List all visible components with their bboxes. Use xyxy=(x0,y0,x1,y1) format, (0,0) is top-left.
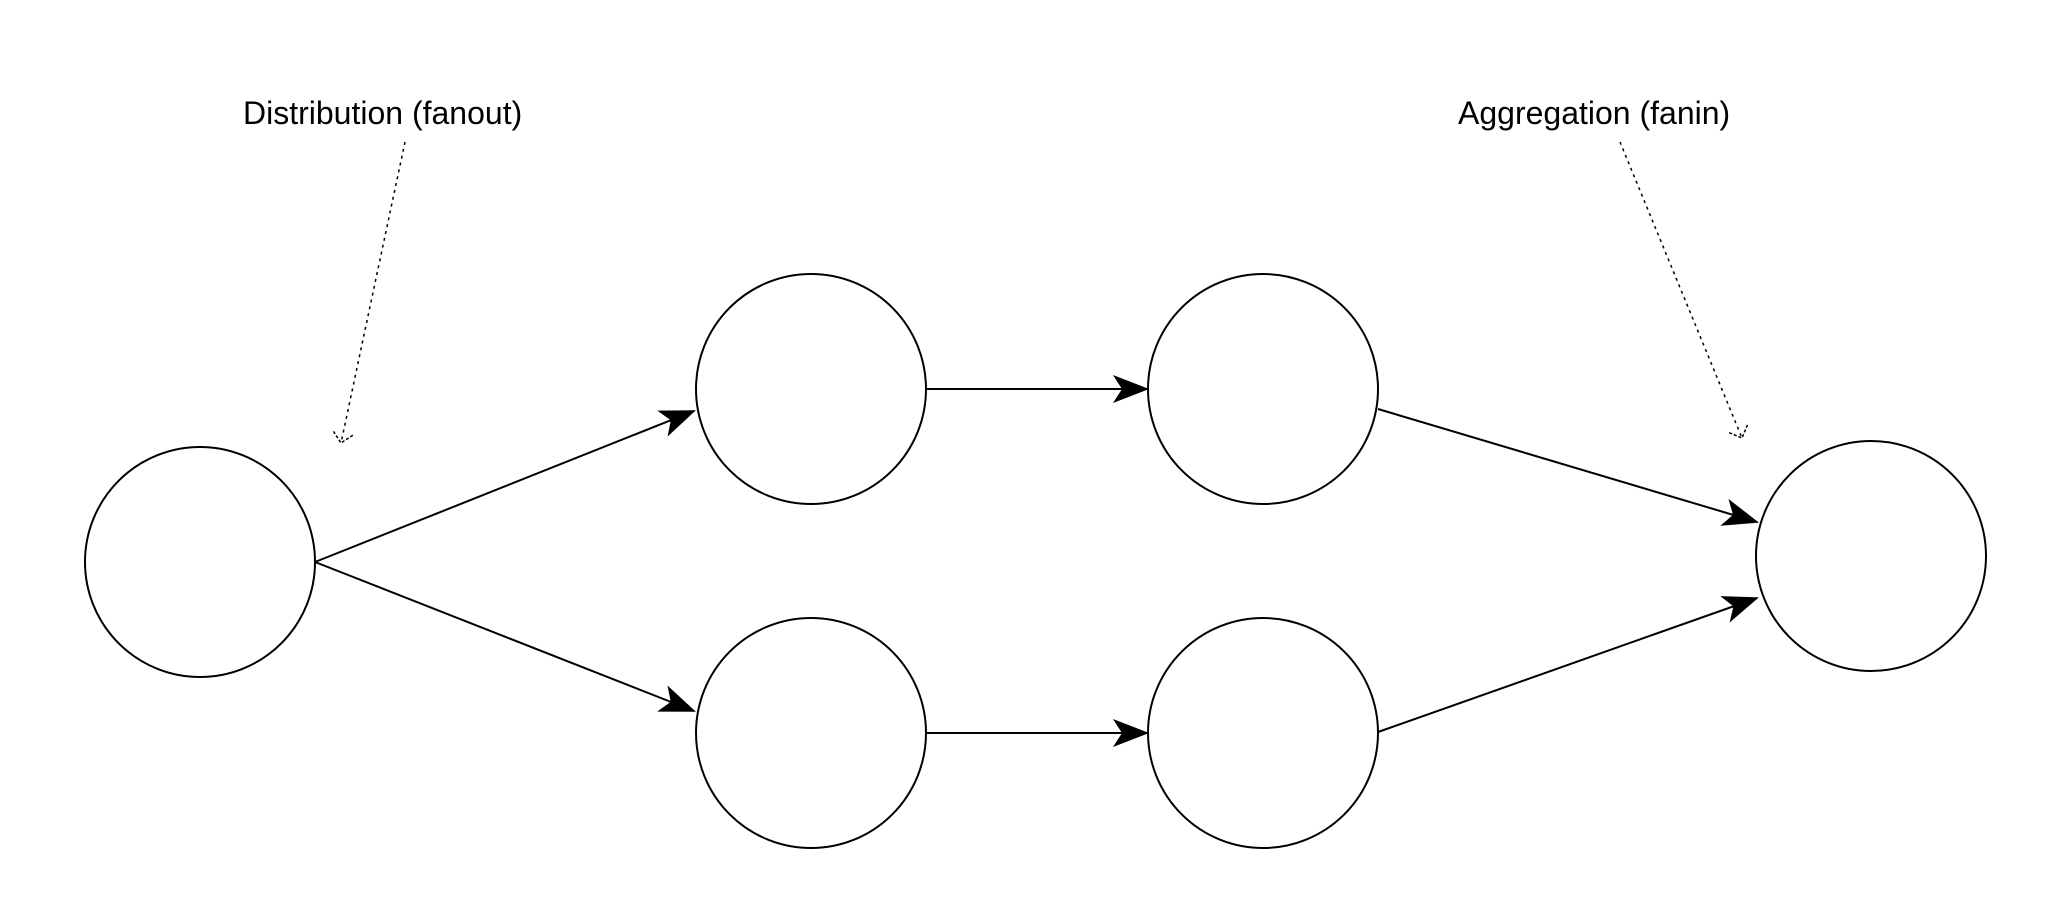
edge-branch-a-2-to-sink xyxy=(1377,408,1759,526)
aggregation-label: Aggregation (fanin) xyxy=(1458,95,1730,131)
distribution-pointer xyxy=(341,141,406,443)
node-source xyxy=(84,446,316,678)
edge-branch-b-2-to-sink xyxy=(1377,596,1759,733)
node-branch-a-2 xyxy=(1147,273,1379,505)
node-sink xyxy=(1755,440,1987,672)
aggregation-pointer xyxy=(1619,141,1742,438)
distribution-label: Distribution (fanout) xyxy=(243,95,522,131)
node-branch-a-1 xyxy=(695,273,927,505)
edge-source-to-branch-a-1 xyxy=(314,410,696,563)
node-branch-b-1 xyxy=(695,617,927,849)
node-branch-b-2 xyxy=(1147,617,1379,849)
edge-source-to-branch-b-1 xyxy=(314,561,696,712)
